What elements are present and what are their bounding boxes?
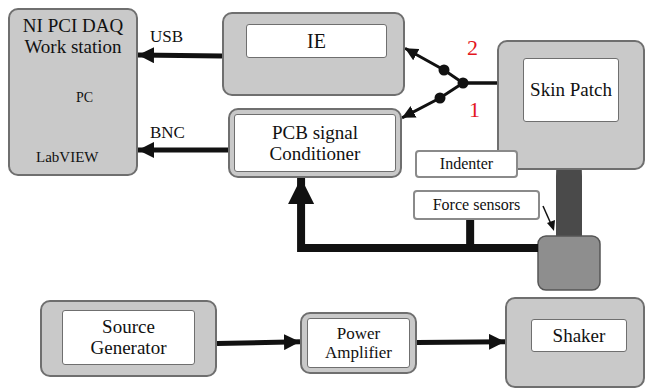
connector-arrow <box>138 53 222 59</box>
port-label: BNC <box>150 124 185 143</box>
inner-panel: Shaker <box>531 319 627 352</box>
device-box: Shaker <box>505 297 645 388</box>
connector-arrow <box>405 48 497 83</box>
connector-arrow <box>402 83 497 118</box>
callout-box: Force sensors <box>413 190 540 220</box>
connector-arrow <box>417 339 505 345</box>
inner-panel: Source Generator <box>62 310 195 365</box>
sensor-wire <box>466 244 538 252</box>
node-text: PCB signal Conditioner <box>239 122 391 165</box>
device-box: Power Amplifier <box>300 312 417 374</box>
port-label: USB <box>150 28 183 47</box>
callout-number: 2 <box>467 36 478 60</box>
inner-panel: Power Amplifier <box>307 318 410 368</box>
switch-contact <box>439 65 450 76</box>
device-box: Source Generator <box>40 300 217 377</box>
inner-panel: PCB signal Conditioner <box>234 114 396 172</box>
device-box: IE <box>222 12 405 96</box>
callout-number: 1 <box>469 98 480 122</box>
inner-panel: IE <box>246 24 387 58</box>
connector-arrow <box>138 147 228 152</box>
callout-box: Indenter <box>415 150 518 178</box>
node-text: Shaker <box>553 325 606 346</box>
icon-label: LabVIEW <box>36 149 98 166</box>
device-box: PCB signal Conditioner <box>228 108 402 178</box>
node-text: NI PCI DAQ Work station <box>14 15 132 58</box>
inner-panel: Skin Patch <box>523 58 619 122</box>
node-text: Force sensors <box>433 196 521 214</box>
device-box: Skin Patch <box>497 40 645 170</box>
switch-contact <box>435 93 446 104</box>
node-text: Skin Patch <box>530 79 612 100</box>
node-text: IE <box>307 30 326 52</box>
node-text: Power Amplifier <box>312 324 405 362</box>
node-text: Source Generator <box>67 316 190 359</box>
node-text: Indenter <box>440 155 493 173</box>
icon-label: PC <box>76 90 93 105</box>
force-sensor-figure <box>538 236 600 290</box>
leader-head <box>547 220 555 231</box>
switch-pivot <box>458 78 469 89</box>
leader-line <box>543 206 551 224</box>
connector-arrow <box>217 342 300 344</box>
